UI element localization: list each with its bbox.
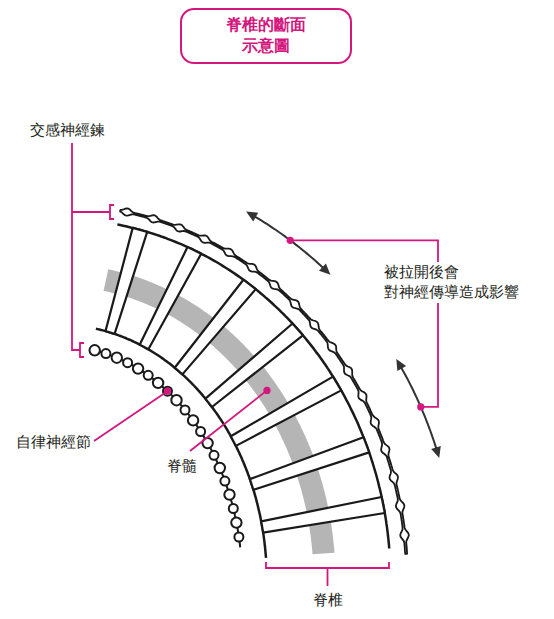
spine-outer-line [117, 225, 389, 549]
bracket [80, 343, 84, 357]
stretch-arrow [252, 215, 325, 270]
intervertebral-disc [106, 228, 148, 334]
bracket [266, 562, 389, 586]
leader-dot [263, 387, 270, 394]
ganglion-bead [224, 489, 234, 499]
arrow-head [246, 212, 258, 222]
ganglion-chain-line [92, 350, 241, 548]
title-box: 脊椎的斷面 示意圖 [180, 8, 352, 64]
part-label: 脊椎 [311, 590, 345, 610]
stretch-arrow [400, 365, 437, 451]
ganglion-bead [123, 358, 132, 367]
intervertebral-disc [205, 324, 303, 408]
part-label: 脊髓 [165, 456, 199, 476]
ganglion-bead [153, 378, 163, 388]
ganglion-bead [215, 463, 225, 473]
arrow-head [319, 264, 330, 275]
intervertebral-disc [261, 497, 385, 533]
leader-line [72, 143, 110, 350]
diagram-title: 脊椎的斷面 示意圖 [221, 15, 311, 57]
ganglion-bead [196, 427, 205, 436]
ganglion-bead [220, 477, 229, 486]
ganglion-bead [231, 517, 241, 527]
ganglion-bead [133, 363, 143, 373]
leader-line [94, 391, 168, 441]
intervertebral-disc [140, 247, 201, 349]
ganglion-bead [90, 345, 100, 355]
part-label: 交感神經鍊 [28, 120, 107, 140]
ganglion-bead [234, 533, 243, 542]
bracket [110, 205, 114, 219]
leader-line [190, 390, 267, 451]
sympathetic-chain [120, 208, 409, 554]
part-label: 自律神經節 [14, 432, 93, 452]
ganglion-bead [181, 406, 190, 415]
intervertebral-disc [250, 437, 369, 490]
intervertebral-disc [175, 280, 256, 375]
arrow-head [396, 359, 406, 371]
leader-dot [287, 237, 294, 244]
ganglion-bead [188, 415, 198, 425]
arrow-head [431, 446, 441, 458]
note-label: 被拉開後會 對神經傳導造成影響 [382, 262, 530, 303]
ganglion-bead [229, 504, 238, 513]
leader-dot [164, 388, 171, 395]
ganglion-bead [144, 371, 153, 380]
leader-dot [417, 403, 424, 410]
ganglion-bead [210, 451, 219, 460]
ganglion-bead [171, 395, 181, 405]
ganglion-bead [101, 349, 110, 358]
intervertebral-disc [231, 377, 341, 446]
ganglion-bead [112, 353, 122, 363]
